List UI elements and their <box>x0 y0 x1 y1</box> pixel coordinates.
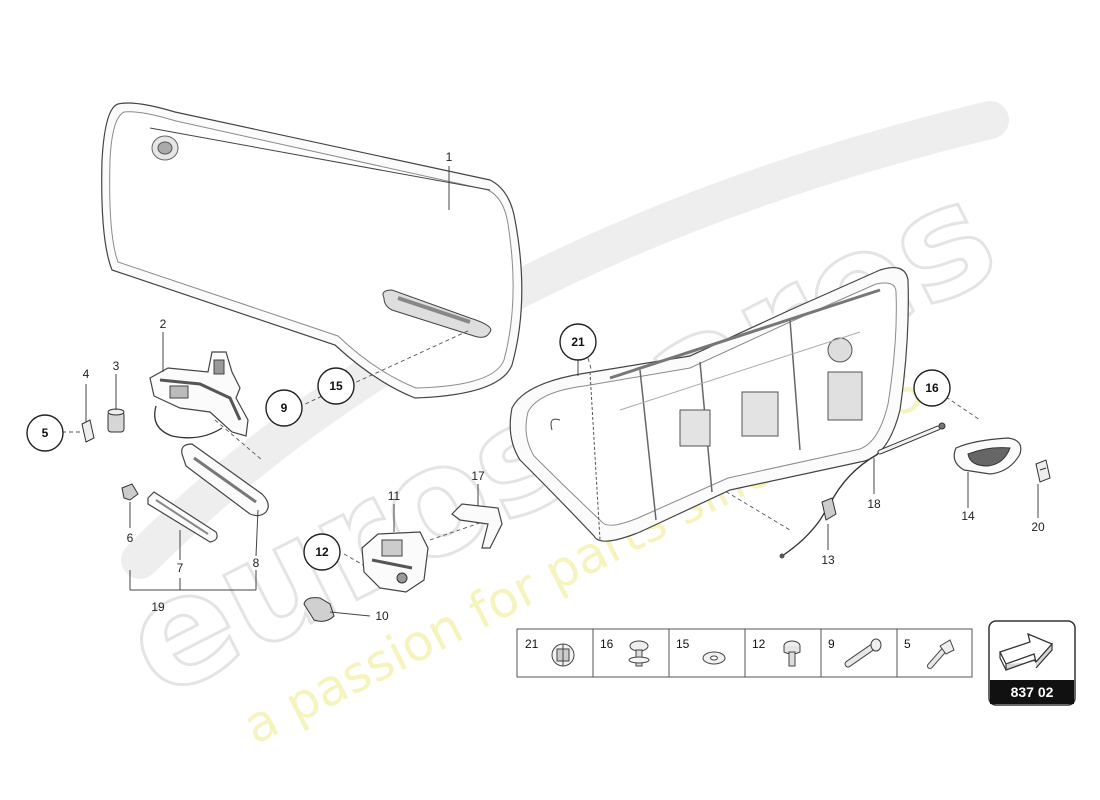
cable-end <box>779 497 837 559</box>
part-labels: 1 2 3 4 6 7 8 10 11 13 14 17 18 19 20 <box>83 150 1045 623</box>
callout-21-text: 21 <box>571 335 585 349</box>
part-label-20: 20 <box>1031 520 1045 534</box>
legend-cell-9: 9 <box>828 637 882 668</box>
legend-number-9: 9 <box>828 637 835 651</box>
part-label-3: 3 <box>113 359 120 373</box>
bolt-icon <box>783 640 801 667</box>
callout-15-text: 15 <box>329 379 343 393</box>
part-label-7: 7 <box>177 561 184 575</box>
legend-cell-21: 21 <box>525 637 575 667</box>
part-label-17: 17 <box>471 469 485 483</box>
lock-cylinder <box>107 408 125 433</box>
clip-icon <box>551 643 575 667</box>
callout-9-text: 9 <box>281 401 288 415</box>
handle-trim-bar <box>147 491 218 543</box>
inner-handle-mechanism <box>149 351 249 439</box>
callout-12-text: 12 <box>315 545 329 559</box>
inner-door-frame <box>509 267 909 542</box>
orientation-badge: 837 02 <box>988 620 1076 706</box>
callouts: 5 9 12 15 16 21 <box>26 323 951 571</box>
bolt-long-icon <box>844 638 882 668</box>
callout-5-text: 5 <box>42 426 49 440</box>
outer-door-handle <box>953 437 1022 475</box>
callout-9: 9 <box>265 389 303 427</box>
door-lock-module <box>361 531 429 593</box>
direction-arrow-icon <box>999 632 1054 671</box>
callout-15: 15 <box>317 367 355 405</box>
part-label-18: 18 <box>867 497 881 511</box>
countersunk-screw-icon <box>927 639 955 669</box>
retaining-clip <box>121 483 139 501</box>
part-label-14: 14 <box>961 509 975 523</box>
page-code: 837 02 <box>1011 684 1054 700</box>
label-leaders <box>85 166 1039 617</box>
callout-12: 12 <box>303 533 341 571</box>
page-code-bar <box>990 680 1074 704</box>
legend-cell-16: 16 <box>600 637 650 667</box>
small-bracket <box>1035 459 1051 483</box>
legend-cell-5: 5 <box>904 637 955 669</box>
part-label-8: 8 <box>253 556 260 570</box>
washer-icon <box>702 651 726 665</box>
part-label-1: 1 <box>446 150 453 164</box>
part-label-13: 13 <box>821 553 835 567</box>
fastener-legend: 21 16 15 12 <box>516 628 973 678</box>
inner-door-handle <box>181 443 269 517</box>
lock-bracket <box>451 503 503 549</box>
part-label-4: 4 <box>83 367 90 381</box>
legend-cell-12: 12 <box>752 637 801 667</box>
part-label-11: 11 <box>388 489 401 503</box>
lock-cover <box>303 597 335 622</box>
legend-number-15: 15 <box>676 637 690 651</box>
legend-cell-15: 15 <box>676 637 726 665</box>
callout-5: 5 <box>26 414 64 452</box>
callout-16: 16 <box>913 369 951 407</box>
part-label-10: 10 <box>375 609 389 623</box>
part-label-2: 2 <box>160 317 167 331</box>
small-clip <box>81 419 95 443</box>
part-label-6: 6 <box>127 531 134 545</box>
door-panel <box>101 102 523 399</box>
legend-number-5: 5 <box>904 637 911 651</box>
part-label-19: 19 <box>151 600 165 614</box>
screw-washer-icon <box>628 640 650 667</box>
callout-16-text: 16 <box>925 381 939 395</box>
legend-number-16: 16 <box>600 637 614 651</box>
callout-21: 21 <box>559 323 597 361</box>
legend-number-21: 21 <box>525 637 539 651</box>
legend-number-12: 12 <box>752 637 766 651</box>
